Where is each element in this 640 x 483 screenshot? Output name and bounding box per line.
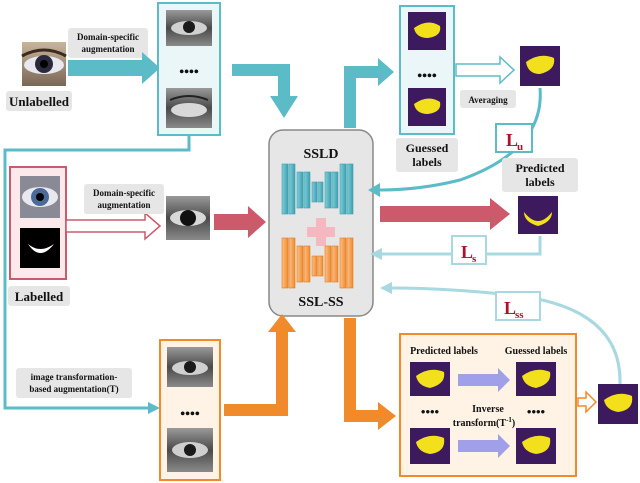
inverse-line2: transform(T [453,418,507,429]
predicted-mask-image [518,196,558,234]
inverse-end: ) [512,418,515,429]
bottom-augment-stack: •••• [159,339,221,481]
labelled-label: Labelled [15,289,64,304]
labelled-box [9,166,67,280]
predicted-line1: Predicted [515,161,564,175]
aug-mid-line1: Domain-specific [93,188,155,198]
arrow-stack-to-ssld [232,64,298,118]
aug-top-label-box: Domain-specific augmentation [68,28,148,58]
pred-labels-header: Predicted labels [410,346,478,357]
unlabelled-eye-image [21,42,67,86]
svg-text:transform(T-1): transform(T-1) [453,416,516,429]
aug-mid-line2: augmentation [97,200,150,210]
arrow-to-averaged [455,55,516,85]
averaged-label-image [520,46,560,86]
predicted-line2: labels [525,175,555,189]
arrow-ls-to-model [382,236,542,256]
unlabelled-label: Unlabelled [9,94,70,109]
plus-icon [307,218,335,246]
loss-ls-sub: s [472,253,477,265]
arrow-lu-to-model [379,87,542,192]
arrow-bottom-to-model [224,314,296,416]
guessed-stack: •••• [399,5,455,135]
averaging-label-box: Averaging [460,90,516,108]
loss-lss-base: L [504,298,516,318]
loss-ls-box: L s [451,235,487,265]
arrow-model-to-guessed [344,58,394,128]
aug-bottom-line1: image transformation- [31,372,118,382]
top-stack-dots: •••• [179,65,199,80]
inverse-dots-right: •••• [527,404,546,419]
arrow-aug-to-model [214,206,266,238]
ssld-network-icon [281,163,354,215]
aug-top-line2: augmentation [81,44,134,54]
labelled-aug-eye-image [166,196,210,240]
labelled-label-box: Labelled [8,286,70,306]
guessed-line1: Guessed [406,141,449,155]
inverse-dots-left: •••• [421,404,440,419]
predicted-label-box: Predicted labels [502,158,578,192]
aug-top-line1: Domain-specific [77,32,139,42]
arrow-model-to-predicted [380,198,510,230]
inverse-line1: Inverse [472,404,504,415]
aug-mid-label-box: Domain-specific augmentation [84,184,164,214]
loss-lu-base: L [506,130,518,150]
arrow-labelled-to-aug [65,211,162,241]
arrow-inverse-to-final [577,390,598,414]
sslss-label: SSL-SS [298,295,343,310]
sslld-label: SSLD [303,147,338,162]
guess-labels-header: Guessed labels [505,346,568,357]
bottom-stack-dots: •••• [180,407,200,422]
final-label-image [598,384,638,424]
loss-lu-sub: u [517,141,523,153]
loss-lu-box: L u [495,123,533,153]
guessed-line2: labels [412,155,442,169]
arrow-model-to-inverse [344,318,396,430]
guessed-label-box: Guessed labels [396,138,458,172]
unlabelled-label-box: Unlabelled [6,91,72,111]
line-stack-to-bottom [3,135,191,410]
loss-lss-box: L ss [495,291,541,321]
arrow-unlabelled-to-stack [68,52,160,84]
top-augment-stack: •••• [157,2,221,136]
inverse-sup: -1 [506,416,512,424]
sslss-network-icon [281,237,354,289]
guessed-stack-dots: •••• [417,69,437,84]
loss-lss-sub: ss [515,309,524,321]
inverse-transform-box: Predicted labels Guessed labels •••• •••… [399,333,577,477]
averaging-label: Averaging [468,95,508,105]
aug-bottom-label-box: image transformation- based augmentation… [16,368,132,398]
loss-ls-base: L [461,242,473,262]
aug-bottom-line2: based augmentation(T) [29,384,118,394]
